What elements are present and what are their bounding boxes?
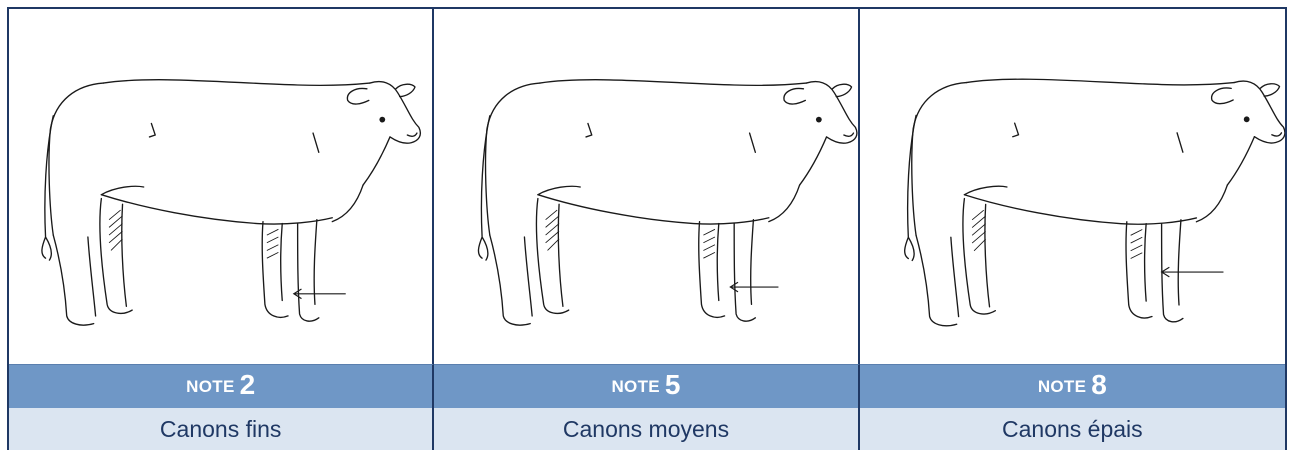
note-header-1: NOTE 2 [9, 364, 435, 408]
cow-drawing-icon [903, 78, 1285, 327]
description-cell-3: Canons épais [859, 408, 1285, 450]
canon-arrow-icon [292, 288, 346, 300]
note-label: NOTE [186, 376, 235, 396]
description-cell-1: Canons fins [9, 408, 435, 450]
cow-drawing-icon [478, 79, 858, 326]
note-header-2: NOTE 5 [434, 364, 860, 408]
description-text: Canons épais [1002, 415, 1143, 442]
score-grid: NOTE 2 NOTE 5 NOTE 8 Canons fins Canons … [7, 7, 1287, 450]
note-value: 5 [664, 368, 681, 400]
canon-arrow-icon [1160, 266, 1224, 278]
cow-drawing-icon [41, 79, 422, 326]
note-value: 8 [1091, 368, 1107, 400]
cow-illustration-note-5 [434, 9, 860, 364]
description-text: Canons moyens [562, 415, 730, 442]
description-cell-2: Canons moyens [434, 408, 860, 450]
cow-illustration-note-2 [9, 9, 435, 364]
note-label: NOTE [611, 376, 660, 396]
note-label: NOTE [1037, 376, 1087, 396]
description-text: Canons fins [159, 415, 282, 442]
note-value: 2 [239, 368, 256, 400]
cow-illustration-note-8 [859, 9, 1285, 364]
note-header-3: NOTE 8 [859, 364, 1285, 408]
canon-arrow-icon [729, 281, 779, 293]
